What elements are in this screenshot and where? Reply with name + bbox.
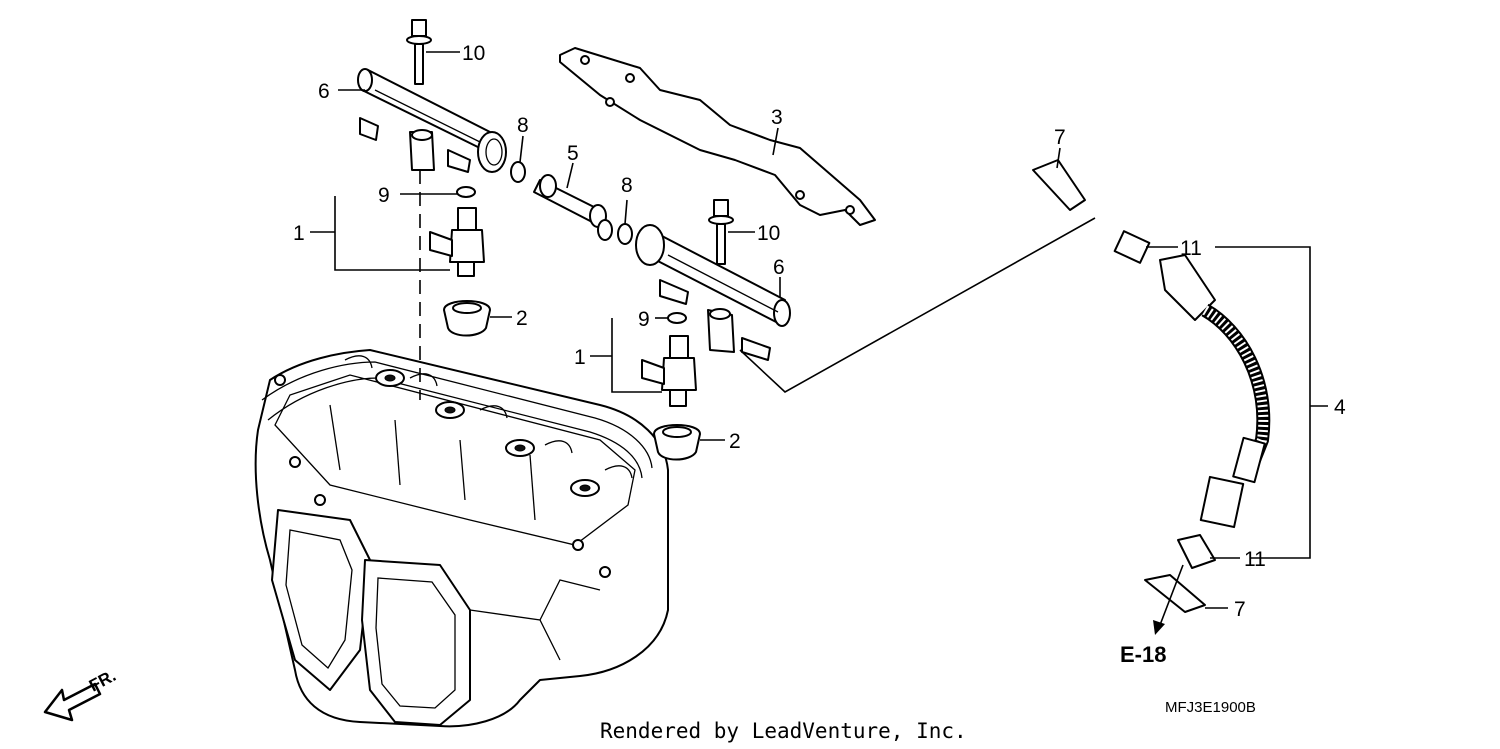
callout-8-right: 8 xyxy=(621,174,633,197)
credit-line: Rendered by LeadVenture, Inc. xyxy=(600,719,967,743)
callout-7-bottom: 7 xyxy=(1234,598,1246,621)
reference-link-e18[interactable]: E-18 xyxy=(1120,642,1166,667)
callout-2-left: 2 xyxy=(516,307,528,330)
joint-pipe-drawing xyxy=(510,161,633,245)
callout-4: 4 xyxy=(1334,396,1346,419)
bolt-drawings xyxy=(406,19,734,265)
seal-drawings xyxy=(443,186,701,461)
injector-right-drawing xyxy=(641,335,697,407)
callout-9-left: 9 xyxy=(378,184,390,207)
callout-1-right: 1 xyxy=(574,346,586,369)
callout-8-left: 8 xyxy=(517,114,529,137)
callout-6-left: 6 xyxy=(318,80,330,103)
callout-11-bottom: 11 xyxy=(1244,548,1266,571)
callout-7-top: 7 xyxy=(1054,126,1066,149)
sub-harness-drawing xyxy=(1032,159,1271,613)
fuel-rail-left-drawing xyxy=(357,68,507,173)
diagram-code: MFJ3E1900B xyxy=(1165,699,1256,716)
callout-3: 3 xyxy=(771,106,783,129)
front-arrow-icon xyxy=(43,682,102,722)
rail-bracket-drawing xyxy=(559,47,876,226)
callout-9-right: 9 xyxy=(638,308,650,331)
callout-1-left: 1 xyxy=(293,222,305,245)
callout-5: 5 xyxy=(567,142,579,165)
callout-10-right: 10 xyxy=(757,222,780,245)
callout-6-right: 6 xyxy=(773,256,785,279)
callout-2-right: 2 xyxy=(729,430,741,453)
injector-left-drawing xyxy=(429,207,485,277)
throttle-body-drawing xyxy=(254,349,669,728)
callout-11-top: 11 xyxy=(1180,237,1202,260)
callout-10-top: 10 xyxy=(462,42,485,65)
fuel-rail-right-drawing xyxy=(635,224,791,361)
leader-lines xyxy=(310,51,1328,635)
